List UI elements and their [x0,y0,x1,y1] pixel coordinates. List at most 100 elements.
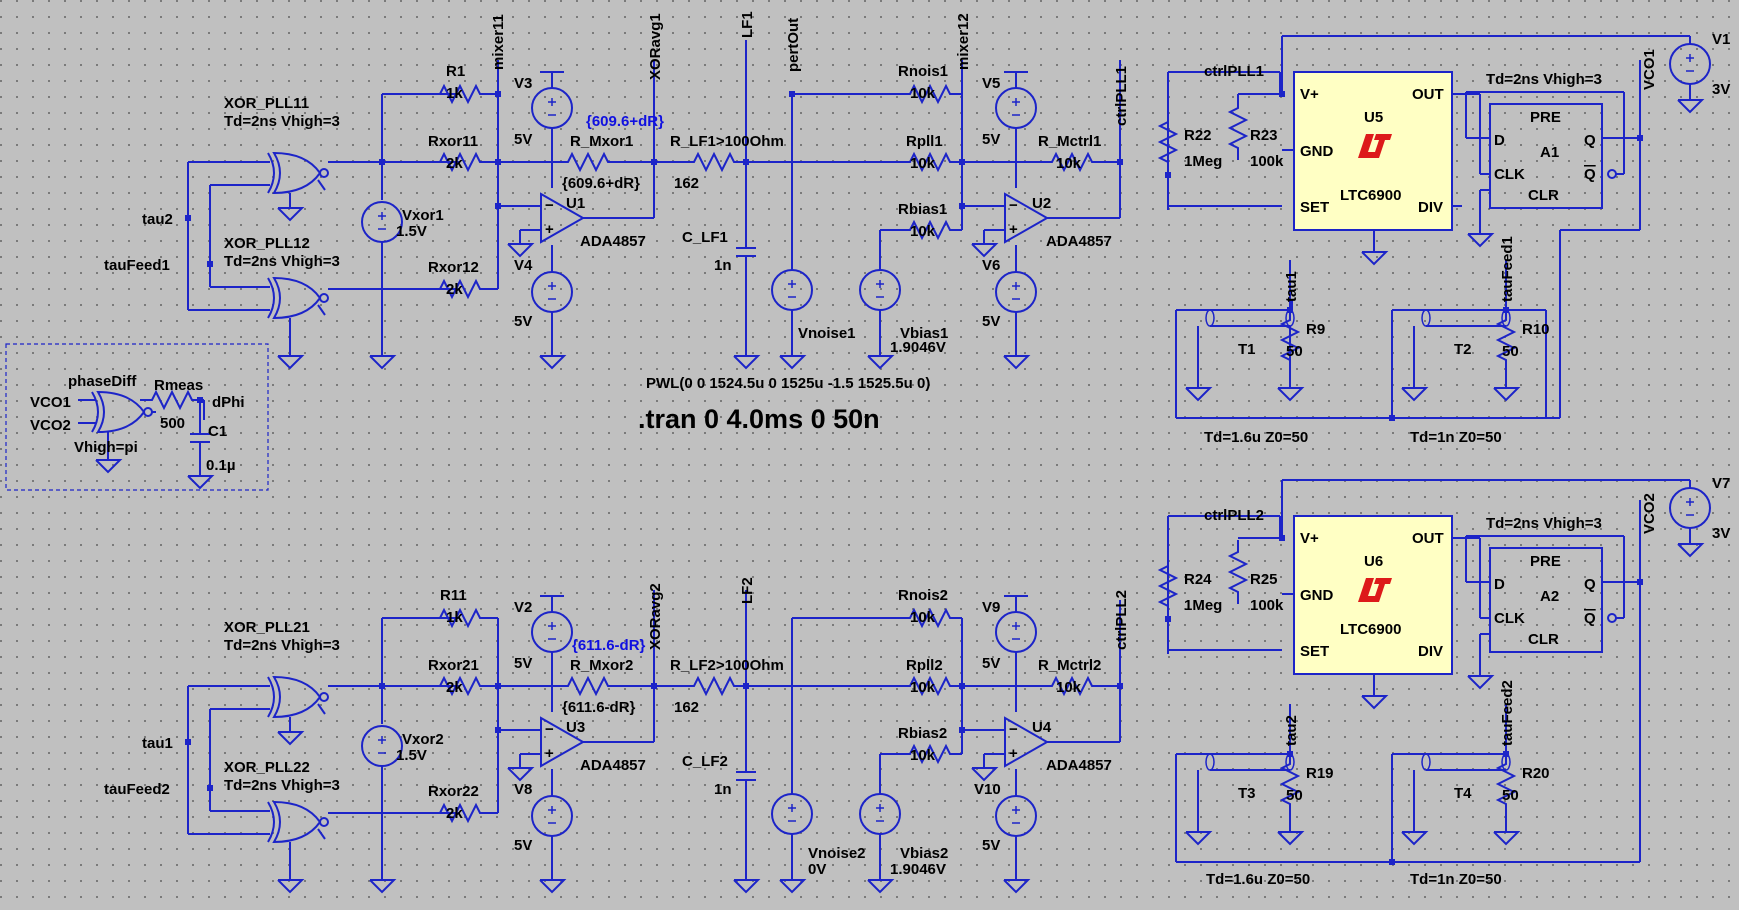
vbias1-value: 1.9046V [890,339,946,356]
rbias1-value: 10k [910,223,936,240]
r-mxor1-name: R_Mxor1 [570,133,633,150]
rbias2-name: Rbias2 [898,725,947,742]
u2-part: ADA4857 [1046,233,1112,250]
c-lf1-value: 1n [714,257,732,274]
net-mixer12: mixer12 [955,13,972,70]
u5-pin-gnd: GND [1300,143,1334,160]
r-mxor1-value: {609.6+dR} [586,113,664,130]
v1-value: 3V [1712,81,1730,98]
r24-value: 1Meg [1184,597,1222,614]
xor-pll22-params: Td=2ns Vhigh=3 [224,777,340,794]
net-vco2: VCO2 [1641,493,1658,534]
rpll2-value: 10k [910,679,936,696]
t4-name: T4 [1454,785,1472,802]
u6-pin-out: OUT [1412,530,1444,547]
rbias1-name: Rbias1 [898,201,947,218]
a2-pin-q: Q [1584,576,1596,593]
phasediff-name: phaseDiff [68,373,137,390]
r20-name: R20 [1522,765,1550,782]
net-taufeed1: tauFeed1 [1499,236,1516,302]
r1-name: R1 [446,63,465,80]
xor-pll21-name: XOR_PLL21 [224,619,310,636]
u5-pin-out: OUT [1412,86,1444,103]
u3-part: ADA4857 [580,757,646,774]
rxor12-value: 2k [446,281,463,298]
t2-name: T2 [1454,341,1472,358]
rxor11-name: Rxor11 [428,133,478,150]
v6-name: V6 [982,257,1000,274]
rxor11-value: 2k [446,155,463,172]
r25-value: 100k [1250,597,1284,614]
rpll1-value: 10k [910,155,936,172]
net-ctrlpll1: ctrlPLL1 [1113,66,1130,126]
xor-pll21-params: Td=2ns Vhigh=3 [224,637,340,654]
u2-name: U2 [1032,195,1051,212]
r10-value: 50 [1502,343,1519,360]
u5-pin-vplus: V+ [1300,86,1319,103]
v5-name: V5 [982,75,1000,92]
c-lf2-value: 1n [714,781,732,798]
vnoise2-value: 0V [808,861,826,878]
a1-name: A1 [1540,144,1559,161]
v7-name: V7 [1712,475,1730,492]
v4-name: V4 [514,257,533,274]
oscillator2-block [1159,479,1711,865]
r20-value: 50 [1502,787,1519,804]
rpll1-name: Rpll1 [906,133,943,150]
u6-pin-gnd: GND [1300,587,1334,604]
xor-pll22-name: XOR_PLL22 [224,759,310,776]
r24-name: R24 [1184,571,1212,588]
v6-value: 5V [982,313,1000,330]
u1-name: U1 [566,195,585,212]
a2-pin-d: D [1494,576,1505,593]
tran-directive[interactable]: .tran 0 4.0ms 0 50n [638,404,880,434]
r23-name: R23 [1250,127,1278,144]
r9-value: 50 [1286,343,1303,360]
vbias2-name: Vbias2 [900,845,948,862]
rnois2-value: 10k [910,609,936,626]
r-mctrl2-value: 10k [1056,679,1082,696]
v10-value: 5V [982,837,1000,854]
xor-pll12-params: Td=2ns Vhigh=3 [224,253,340,270]
oscillator1-block [1159,35,1711,421]
vxor2-value: 1.5V [396,747,427,764]
rxor21-value: 2k [446,679,463,696]
r11-name: R11 [440,587,467,604]
ctrlpll2-label: ctrlPLL2 [1204,507,1264,524]
a1-pin-qbar: Q [1584,166,1596,183]
v5-value: 5V [982,131,1000,148]
v2-value: 5V [514,655,532,672]
pll2-block [185,590,1123,893]
v3-value: 5V [514,131,532,148]
r-lf1-name: R_LF1>100Ohm [670,133,784,150]
rbias2-value: 10k [910,747,936,764]
rnois1-value: 10k [910,85,936,102]
phase-meter-block [5,343,269,491]
lt-logo-icon [1358,578,1392,602]
a1-pin-q: Q [1584,132,1596,149]
net-tau1-input: tau1 [142,735,173,752]
a2-name: A2 [1540,588,1559,605]
r-mctrl1-name: R_Mctrl1 [1038,133,1101,150]
a1-pin-clk: CLK [1494,166,1525,183]
a1-pin-pre: PRE [1530,109,1561,126]
r-lf1-value: 162 [674,175,699,192]
r22-name: R22 [1184,127,1212,144]
r-mxor2-value: {611.6-dR} [572,637,646,654]
vxor1-name: Vxor1 [402,207,444,224]
v9-name: V9 [982,599,1000,616]
a1-pin-d: D [1494,132,1505,149]
u5-pin-set: SET [1300,199,1329,216]
r10-name: R10 [1522,321,1550,338]
rxor22-value: 2k [446,805,463,822]
vbias2-value: 1.9046V [890,861,946,878]
t3-params: Td=1.6u Z0=50 [1206,871,1310,888]
r-lf2-name: R_LF2>100Ohm [670,657,784,674]
u3-name: U3 [566,719,585,736]
v10-name: V10 [974,781,1001,798]
net-taufeed2-input: tauFeed2 [104,781,170,798]
u6-pin-vplus: V+ [1300,530,1319,547]
u4-part: ADA4857 [1046,757,1112,774]
rnois1-name: Rnois1 [898,63,948,80]
